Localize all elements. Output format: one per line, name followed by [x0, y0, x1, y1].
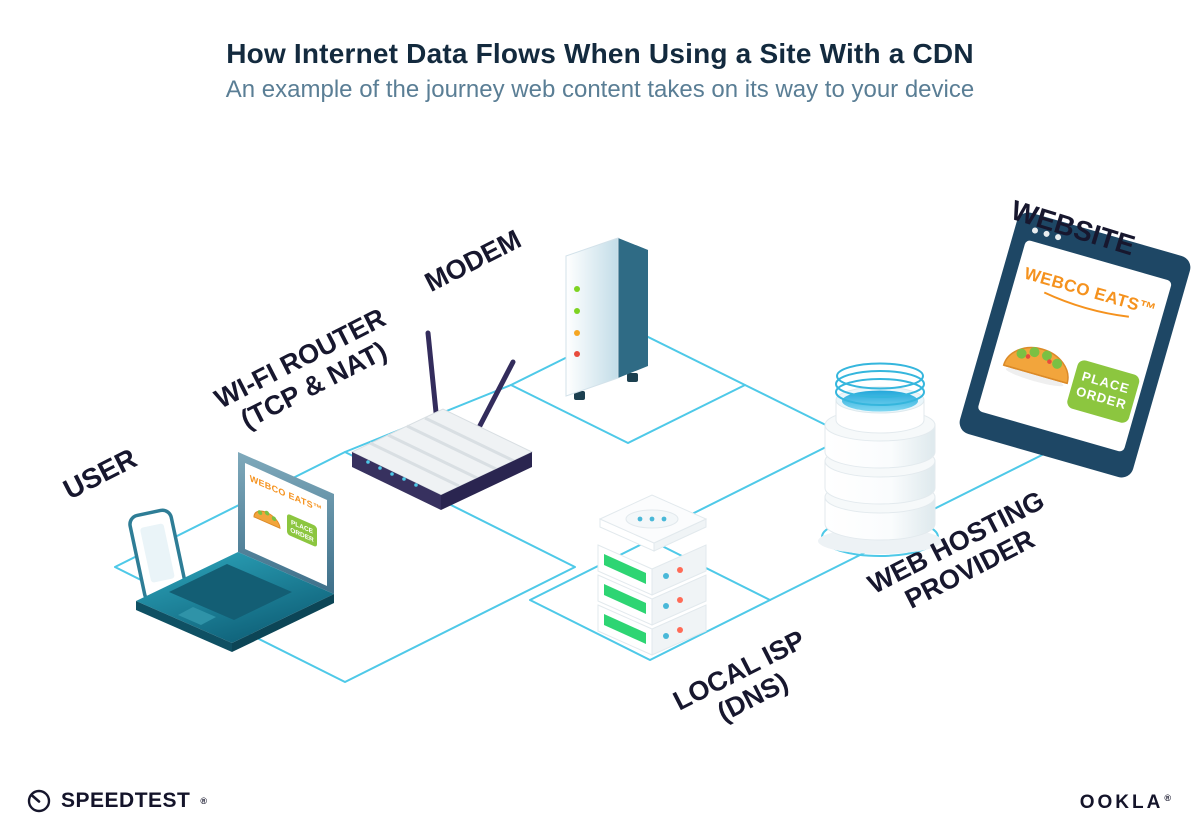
- modem-foot-left: [574, 391, 585, 400]
- router-top: [350, 408, 534, 496]
- browser-window-dots: [1031, 227, 1062, 241]
- laptop-keyboard: [169, 564, 292, 620]
- ookla-logo: OOKLA®: [1080, 792, 1174, 814]
- modem-front: [565, 237, 619, 397]
- laptop-screen: [245, 463, 327, 586]
- laptop-touchpad: [178, 607, 216, 625]
- isp-server-slab: [597, 574, 707, 626]
- laptop-side-edge: [232, 594, 334, 652]
- isp-server-illustration: [597, 494, 708, 656]
- hosting-container: [835, 386, 925, 434]
- wifi-router-illustration: [350, 330, 534, 510]
- speedtest-wordmark: SPEEDTEST: [61, 789, 191, 812]
- brand-underline: [1043, 291, 1129, 318]
- speedtest-gauge-icon: [27, 789, 51, 813]
- speedtest-trademark: ®: [200, 796, 208, 806]
- modem-status-leds: [574, 286, 580, 357]
- page-title: How Internet Data Flows When Using a Sit…: [226, 38, 974, 69]
- modem-foot-right: [627, 373, 638, 382]
- phone-illustration: [128, 508, 188, 604]
- web-hosting-illustration: [818, 362, 942, 554]
- router-top-ridges: [369, 416, 515, 488]
- isp-cap-leds: [637, 516, 667, 522]
- hosting-signal-rings: [835, 362, 925, 406]
- laptop-taco-icon: [253, 510, 281, 530]
- router-front-left: [352, 452, 441, 510]
- page-subtitle: An example of the journey web content ta…: [225, 76, 975, 103]
- isp-server-slab: [597, 544, 707, 596]
- website-taco-icon: [1002, 346, 1069, 387]
- hosting-website-link: [927, 454, 1043, 513]
- website-browser-illustration: WEBCO EATS™ PLACE ORDER: [959, 212, 1191, 478]
- laptop-front-edge: [136, 601, 232, 652]
- modem-side: [618, 238, 648, 378]
- router-front-right: [441, 452, 532, 510]
- laptop-order-button: PLACE ORDER: [287, 514, 317, 547]
- ookla-wordmark: OOKLA: [1079, 792, 1164, 813]
- router-status-leds: [366, 460, 418, 487]
- website-order-button: PLACE ORDER: [1067, 360, 1140, 423]
- isp-server-slab: [597, 604, 707, 656]
- ookla-trademark: ®: [1164, 792, 1174, 803]
- modem-illustration: [565, 237, 648, 400]
- user-ground-diamond: [114, 451, 576, 683]
- speedtest-logo: SPEEDTEST ®: [26, 788, 207, 814]
